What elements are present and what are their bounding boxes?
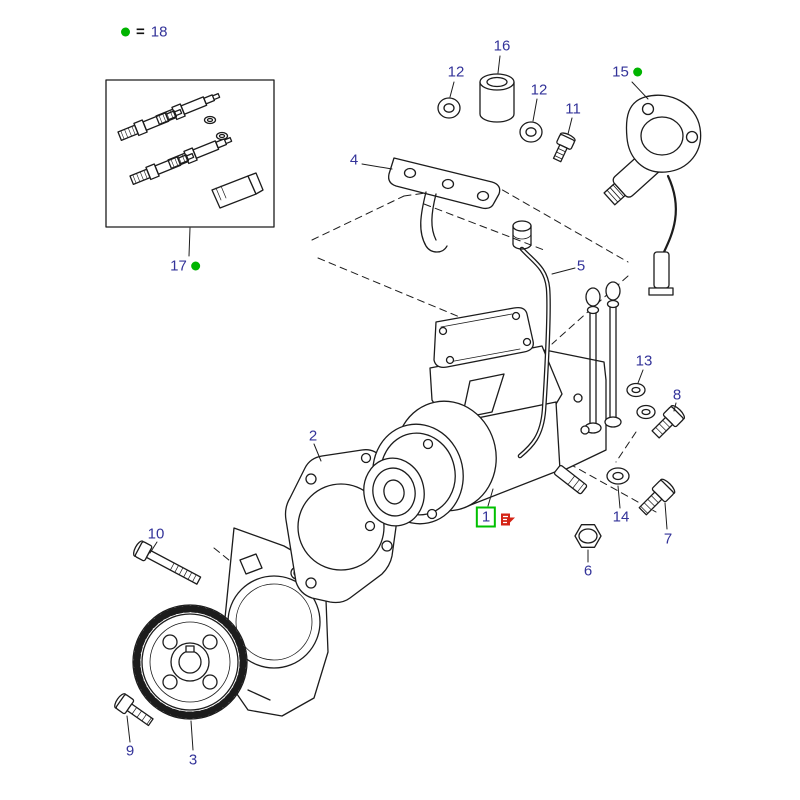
- callout-12[interactable]: 12: [448, 65, 465, 80]
- leader-lines: [126, 55, 677, 751]
- callout-label: 14: [612, 508, 630, 526]
- callout-label: 16: [493, 37, 511, 55]
- callout-label: 5: [576, 257, 586, 275]
- washer-12a-drawing: [437, 97, 461, 119]
- plug-6-drawing: [574, 524, 602, 548]
- legend-value: 18: [150, 23, 168, 41]
- bolt-8-drawing: [651, 404, 686, 439]
- fuel-pipe-drawing: [512, 220, 551, 459]
- callout-label: 12: [447, 63, 465, 81]
- callout-11[interactable]: 11: [565, 102, 581, 117]
- callout-3[interactable]: 3: [189, 753, 197, 768]
- green-dot-icon: [190, 261, 200, 271]
- supersession-icon[interactable]: [500, 512, 516, 527]
- bolt-7-drawing: [638, 478, 676, 516]
- timing-gear-drawing: [132, 604, 248, 720]
- callout-label: 13: [635, 352, 653, 370]
- callout-label: 15: [612, 63, 629, 81]
- washer-14-drawing: [606, 467, 630, 485]
- callout-6[interactable]: 6: [584, 564, 592, 579]
- callout-label: 11: [565, 100, 581, 118]
- bolt-10-drawing: [133, 540, 202, 585]
- solenoid-drawing: [603, 94, 702, 296]
- callout-17[interactable]: 17: [170, 259, 200, 274]
- callout-12[interactable]: 12: [531, 83, 548, 98]
- callout-5[interactable]: 5: [577, 259, 585, 274]
- callout-16[interactable]: 16: [494, 39, 511, 54]
- callout-label: 3: [188, 751, 198, 769]
- callout-7[interactable]: 7: [664, 532, 672, 547]
- callout-label: 8: [672, 386, 682, 404]
- bolt-11-drawing: [552, 132, 576, 163]
- callout-13[interactable]: 13: [636, 354, 653, 369]
- green-dot-icon: [632, 67, 642, 77]
- legend: = 18: [121, 25, 167, 40]
- washers-13-drawing: [626, 382, 656, 420]
- callout-9[interactable]: 9: [126, 744, 134, 759]
- callout-label: 17: [170, 257, 187, 275]
- callout-2[interactable]: 2: [309, 429, 317, 444]
- callout-label: 1: [481, 508, 491, 526]
- callout-label: 12: [530, 81, 548, 99]
- callout-14[interactable]: 14: [613, 510, 630, 525]
- filter-cylinder-drawing: [479, 73, 515, 123]
- callout-label: 9: [125, 742, 135, 760]
- callout-4[interactable]: 4: [350, 153, 358, 168]
- callout-10[interactable]: 10: [148, 527, 165, 542]
- washer-12b-drawing: [519, 121, 543, 143]
- injector-kit-box: [105, 79, 275, 228]
- legend-equals: =: [136, 23, 145, 41]
- callout-label: 10: [147, 525, 165, 543]
- callout-label: 6: [583, 562, 593, 580]
- callout-label: 4: [349, 151, 359, 169]
- callout-15[interactable]: 15: [612, 65, 642, 80]
- callout-8[interactable]: 8: [673, 388, 681, 403]
- bracket-drawing: [388, 157, 501, 253]
- callout-label: 7: [663, 530, 673, 548]
- callout-label: 2: [308, 427, 318, 445]
- injection-pump-drawing: [360, 281, 622, 532]
- green-dot-icon: [121, 27, 130, 37]
- callout-1-selected[interactable]: 1: [475, 506, 497, 528]
- bolt-9-drawing: [114, 693, 154, 727]
